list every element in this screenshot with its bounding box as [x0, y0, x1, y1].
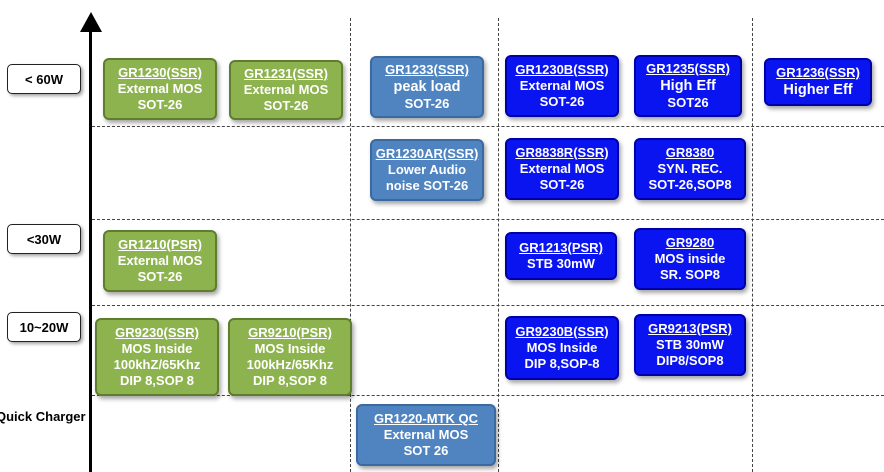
row-divider	[92, 219, 884, 220]
chip-gr9230b: GR9230B(SSR) MOS Inside DIP 8,SOP-8	[505, 316, 619, 380]
chip-name: GR1213(PSR)	[519, 239, 603, 255]
chip-name: GR1233(SSR)	[385, 61, 469, 77]
chip-gr8838r: GR8838R(SSR) External MOS SOT-26	[505, 138, 619, 200]
chip-detail: External MOS	[519, 160, 605, 176]
chip-detail: MOS Inside	[526, 339, 598, 355]
chip-name: GR9230(SSR)	[115, 324, 199, 340]
chip-name: GR1220-MTK QC	[373, 410, 479, 426]
chip-detail: SOT-26,SOP8	[648, 177, 732, 193]
chip-name: GR1210(PSR)	[118, 236, 202, 252]
chip-detail: MOS Inside	[254, 340, 326, 356]
chip-name: GR1235(SSR)	[646, 60, 730, 76]
chip-name: GR9210(PSR)	[248, 324, 332, 340]
chip-gr1230: GR1230(SSR) External MOS SOT-26	[103, 58, 217, 120]
row-divider	[92, 395, 884, 396]
chip-detail: Lower Audio	[387, 161, 467, 177]
chip-name: GR1230(SSR)	[118, 64, 202, 80]
chip-gr1213: GR1213(PSR) STB 30mW	[505, 232, 617, 280]
chip-name: GR9213(PSR)	[648, 320, 732, 336]
chip-gr1231: GR1231(SSR) External MOS SOT-26	[229, 60, 343, 120]
chip-detail: External MOS	[383, 426, 469, 442]
chip-detail: SOT-26	[539, 94, 585, 110]
chip-gr9230: GR9230(SSR) MOS Inside 100khZ/65Khz DIP …	[95, 318, 219, 396]
chip-detail: External MOS	[117, 252, 203, 268]
power-label-60w: < 60W	[7, 64, 81, 94]
column-divider	[752, 18, 753, 472]
chip-detail: High Eff	[660, 77, 716, 94]
chip-detail: MOS Inside	[121, 340, 193, 356]
chip-detail: DIP8/SOP8	[656, 353, 724, 369]
row-divider	[92, 305, 884, 306]
chip-gr1235: GR1235(SSR) High Eff SOT26	[634, 55, 742, 117]
chip-detail: SOT-26	[263, 98, 309, 114]
chip-detail: External MOS	[519, 77, 605, 93]
chip-name: GR1231(SSR)	[244, 65, 328, 81]
chip-name: GR9280	[665, 234, 715, 250]
chip-name: GR1236(SSR)	[776, 64, 860, 80]
chip-detail: 100khZ/65Khz	[113, 357, 201, 372]
chip-gr1233: GR1233(SSR) peak load SOT-26	[370, 56, 484, 118]
chip-detail: External MOS	[243, 81, 329, 97]
chip-gr1210: GR1210(PSR) External MOS SOT-26	[103, 230, 217, 292]
chip-name: GR9230B(SSR)	[515, 323, 609, 339]
chip-gr1230ar: GR1230AR(SSR) Lower Audio noise SOT-26	[370, 139, 484, 201]
chip-detail: SOT 26	[403, 443, 449, 459]
chip-name: GR1230B(SSR)	[515, 61, 609, 77]
chip-gr1220: GR1220-MTK QC External MOS SOT 26	[356, 404, 496, 466]
chip-gr1236: GR1236(SSR) Higher Eff	[764, 58, 872, 106]
chip-detail: External MOS	[117, 80, 203, 96]
chip-detail: DIP 8,SOP-8	[524, 356, 600, 372]
power-axis-arrowhead	[80, 12, 102, 32]
chip-name: GR8380	[665, 144, 715, 160]
chip-detail: DIP 8,SOP 8	[253, 373, 327, 389]
chip-gr8380: GR8380 SYN. REC. SOT-26,SOP8	[634, 138, 746, 200]
chip-detail: SOT26	[667, 95, 709, 111]
chip-detail: DIP 8,SOP 8	[120, 373, 194, 389]
chip-gr1230b: GR1230B(SSR) External MOS SOT-26	[505, 55, 619, 117]
chip-detail: Higher Eff	[783, 82, 853, 99]
chip-detail: SOT-26	[404, 96, 450, 112]
power-label-quick-charger: Quick Charger	[0, 409, 86, 424]
chip-detail: SOT-26	[137, 269, 183, 285]
column-divider	[350, 18, 351, 472]
chip-detail: peak load	[393, 78, 461, 95]
chip-detail: SR. SOP8	[660, 267, 720, 283]
chip-detail: SYN. REC.	[657, 160, 723, 176]
chip-gr9213: GR9213(PSR) STB 30mW DIP8/SOP8	[634, 314, 746, 376]
chip-detail: SOT-26	[539, 177, 585, 193]
chip-detail: SOT-26	[137, 97, 183, 113]
power-label-30w: <30W	[7, 224, 81, 254]
row-divider	[92, 126, 884, 127]
power-label-10-20w: 10~20W	[7, 312, 81, 342]
chip-detail: STB 30mW	[656, 336, 724, 352]
chip-detail: MOS inside	[654, 250, 726, 266]
chip-name: GR1230AR(SSR)	[375, 145, 479, 161]
chip-name: GR8838R(SSR)	[515, 144, 609, 160]
chip-gr9210: GR9210(PSR) MOS Inside 100kHz/65Khz DIP …	[228, 318, 352, 396]
power-axis-line	[89, 28, 92, 472]
chip-detail: STB 30mW	[527, 256, 595, 271]
chip-gr9280: GR9280 MOS inside SR. SOP8	[634, 228, 746, 290]
column-divider	[498, 18, 499, 472]
chip-detail: 100kHz/65Khz	[246, 357, 334, 372]
chip-detail: noise SOT-26	[385, 178, 469, 194]
